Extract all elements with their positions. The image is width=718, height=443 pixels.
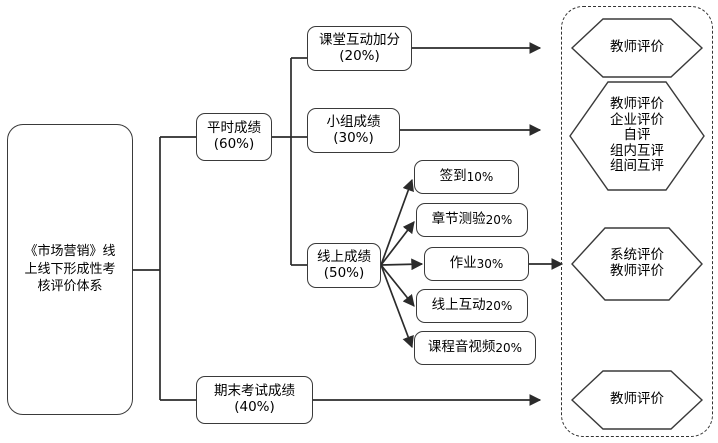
hexagon-shape-icon (571, 227, 703, 301)
leaf-chapter-quiz-label: 章节测验 (431, 211, 486, 228)
evaluator-4-line-1: 教师评价 (610, 391, 664, 408)
evaluator-1-line-1: 教师评价 (610, 39, 664, 56)
hexagon-shape-icon (569, 81, 705, 191)
evaluator-3-line-2: 教师评价 (610, 263, 664, 279)
node-group-score: 小组成绩 (30%) (307, 108, 400, 153)
root-line-2: 上线下形成性考 (24, 261, 116, 277)
evaluator-2-line-3: 自评 (623, 127, 651, 144)
node-class-interaction-weight: (20%) (339, 47, 380, 64)
leaf-course-media-pct: 20% (495, 340, 523, 355)
evaluator-2-line-1: 教师评价 (610, 96, 664, 113)
evaluator-3-line-1: 系统评价 (610, 247, 664, 264)
evaluator-hex-2-labels: 教师评价 企业评价 自评 组内互评 组间互评 (568, 80, 706, 192)
leaf-online-interaction-label: 线上互动 (431, 297, 486, 314)
evaluator-hex-4-labels: 教师评价 (570, 369, 704, 431)
leaf-chapter-quiz: 章节测验 20% (416, 203, 528, 237)
leaf-sign-in-label: 签到 (439, 168, 467, 185)
leaf-homework-label: 作业 (449, 255, 477, 272)
hexagon-shape-icon (570, 18, 704, 78)
evaluator-2-line-2: 企业评价 (610, 111, 664, 128)
node-online-score: 线上成绩 (50%) (307, 243, 381, 288)
root-line-3: 核评价体系 (37, 279, 103, 295)
root-line-1: 《市场营销》线 (24, 244, 116, 260)
leaf-chapter-quiz-pct: 20% (485, 212, 513, 227)
evaluator-2-line-5: 组间互评 (610, 158, 664, 175)
leaf-homework-pct: 30% (476, 256, 504, 271)
node-online-score-weight: (50%) (323, 264, 365, 281)
node-regular-score-weight: (60%) (213, 136, 255, 152)
evaluator-hex-1-labels: 教师评价 (570, 17, 704, 79)
node-class-interaction-label: 课堂互动加分 (319, 31, 400, 48)
evaluator-hex-2: 教师评价 企业评价 自评 组内互评 组间互评 (568, 80, 706, 192)
evaluator-2-line-4: 组内互评 (610, 142, 664, 159)
node-class-interaction: 课堂互动加分 (20%) (307, 26, 412, 71)
hexagon-shape-icon (570, 370, 704, 430)
node-final-exam-score-label: 期末考试成绩 (214, 383, 295, 400)
evaluator-hex-1: 教师评价 (570, 17, 704, 79)
evaluator-group-container (561, 6, 713, 437)
leaf-course-media: 课程音视频 20% (414, 331, 536, 365)
root-node: 《市场营销》线 上线下形成性考 核评价体系 (7, 124, 133, 415)
node-regular-score-label: 平时成绩 (207, 120, 261, 137)
node-online-score-label: 线上成绩 (317, 248, 371, 265)
node-final-exam-score-weight: (40%) (234, 399, 275, 415)
leaf-homework: 作业 30% (424, 247, 529, 281)
node-group-score-label: 小组成绩 (326, 113, 381, 130)
node-final-exam-score: 期末考试成绩 (40%) (196, 376, 313, 424)
leaf-online-interaction-pct: 20% (485, 298, 513, 313)
evaluator-hex-4: 教师评价 (570, 369, 704, 431)
leaf-course-media-label: 课程音视频 (427, 339, 496, 356)
leaf-online-interaction: 线上互动 20% (416, 289, 528, 323)
evaluator-hex-3-labels: 系统评价 教师评价 (570, 226, 704, 302)
evaluator-hex-3: 系统评价 教师评价 (570, 226, 704, 302)
node-regular-score: 平时成绩 (60%) (196, 113, 272, 161)
leaf-sign-in-pct: 10% (466, 169, 494, 184)
leaf-sign-in: 签到 10% (414, 160, 519, 194)
node-group-score-weight: (30%) (333, 129, 374, 146)
